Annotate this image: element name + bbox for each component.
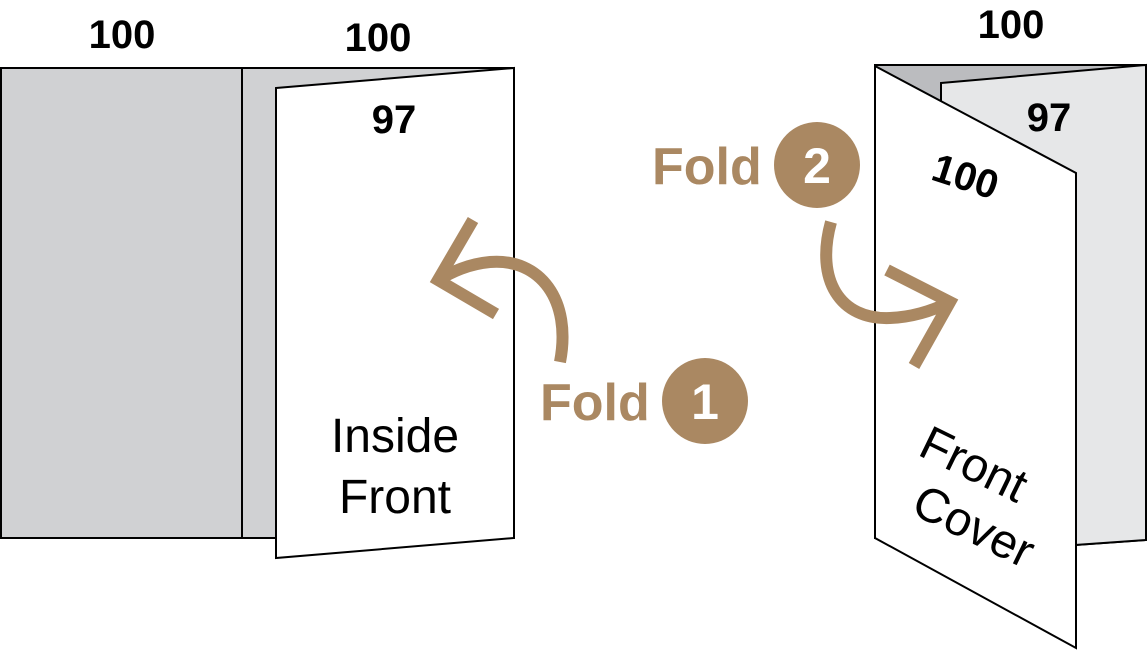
front-cover-panel [874,64,1077,650]
curved-arrow-left-icon [429,216,569,364]
fold-2-label: Fold [652,138,762,196]
fold-2-badge [774,122,860,208]
step1-brochure: 100 100 97 Inside Front [0,13,515,560]
fold-1-callout: Fold 1 [540,358,748,444]
inside-front-flap [275,66,515,560]
step2-brochure: 100 97 100 Front Cover [874,3,1147,650]
curved-arrow-right-icon [820,220,959,369]
flap-width-label: 97 [372,98,417,142]
fold-1-badge [662,358,748,444]
inner-panel-width-label: 97 [1027,96,1072,140]
fold-1-number: 1 [691,374,719,430]
fold-1-label: Fold [540,374,650,432]
panel-width-label-1: 100 [89,13,156,57]
back-panel-left [0,67,243,539]
inside-front-text-line1: Inside [331,410,459,463]
fold-2-number: 2 [803,138,831,194]
panel-width-label-3: 100 [978,3,1045,47]
inside-front-text-line2: Front [339,471,451,524]
fold-2-callout: Fold 2 [652,122,860,208]
panel-width-label-2: 100 [345,16,412,60]
